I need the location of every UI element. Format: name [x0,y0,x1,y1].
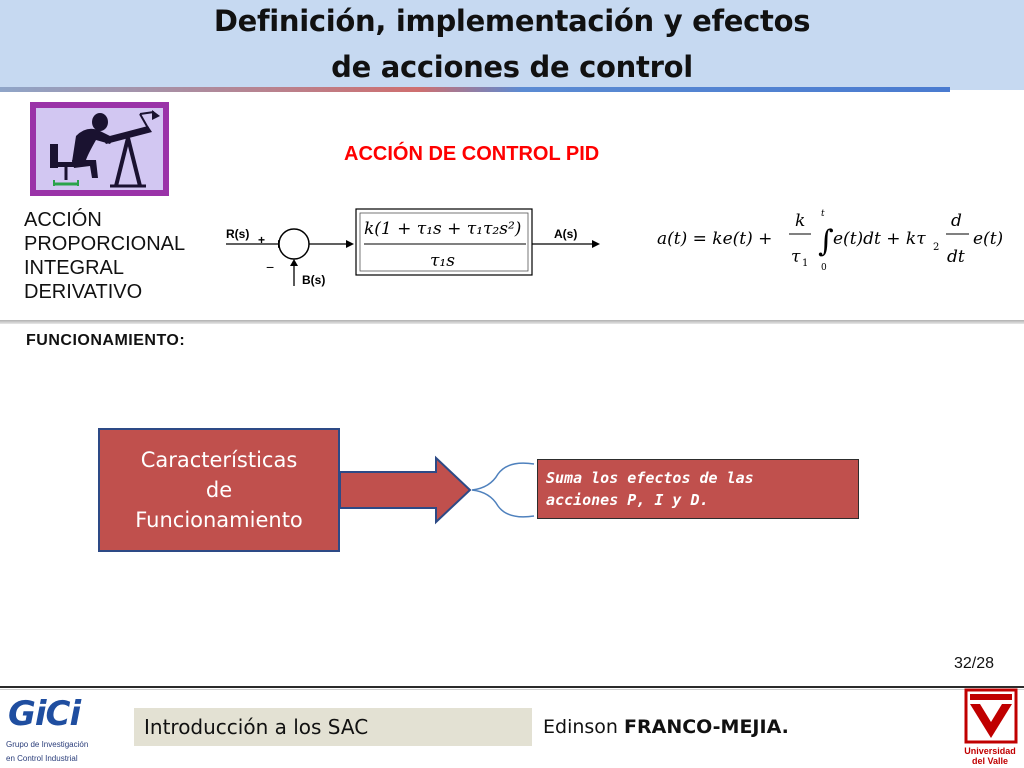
slide-title-line-1: Definición, implementación y efectos [213,4,811,38]
flow-arrow [339,455,535,525]
engineer-illustration-panel [36,108,163,190]
engineer-illustration [30,102,169,196]
feedback-signal-label: B(s) [302,273,325,287]
svg-text:τ: τ [791,247,801,267]
universidad-del-valle-logo: Universidad del Valle [958,688,1022,768]
characteristics-box: Características de Funcionamiento [98,428,340,552]
pid-transfer-function-block [355,208,533,276]
svg-text:d: d [951,211,962,231]
engineer-at-desk-icon [50,110,160,188]
title-band [0,0,1024,90]
pid-time-domain-equation: a(t) = ke(t) + k τ 1 ∫ t 0 e(t)dt + kτ 2… [657,209,1003,273]
funcionamiento-label: FUNCIONAMIENTO: [26,332,186,349]
svg-text:dt: dt [947,247,965,267]
summing-junction-icon [278,228,310,260]
svg-text:2: 2 [933,242,939,253]
characteristics-line: de [205,478,233,502]
author-name: Edinson FRANCO-MEJIA. [543,716,789,738]
svg-text:k(1 + τ₁s + τ₁τ₂s²): k(1 + τ₁s + τ₁τ₂s²) [364,219,521,239]
footer-divider [0,686,1024,688]
action-kind-item: DERIVATIVO [24,281,143,303]
svg-text:1: 1 [802,258,808,269]
characteristics-line: Funcionamiento [135,508,303,532]
effects-line: Suma los efectos de las [546,469,754,487]
univalle-caption: del Valle [971,756,1009,766]
course-name: Introducción a los SAC [134,708,532,746]
svg-text:τ₁s: τ₁s [430,251,455,271]
gici-logo: GiCi Grupo de Investigación en Control I… [4,694,92,764]
gici-logo-wordmark: GiCi [8,694,81,734]
univalle-caption: Universidad [964,746,1016,756]
title-accent-bar [0,87,950,92]
pid-block-diagram: R(s) + − B(s) k(1 + τ₁s + τ₁τ₂s²) τ₁s A(… [226,208,600,287]
action-kind-item: PROPORCIONAL [24,233,186,255]
svg-text:∫: ∫ [818,224,834,259]
page-number: 32/28 [954,655,995,672]
effects-box: Suma los efectos de las acciones P, I y … [537,459,859,519]
author-last-name: FRANCO-MEJIA. [624,716,789,738]
footer-divider-shadow [0,689,1024,690]
svg-text:a(t) = ke(t) +: a(t) = ke(t) + [657,229,772,249]
bracket-connector-icon [471,462,535,518]
pid-section-title: ACCIÓN DE CONTROL PID [344,143,600,165]
author-first-name: Edinson [543,716,624,738]
input-signal-label: R(s) [226,227,249,241]
svg-text:e(t)dt + kτ: e(t)dt + kτ [833,229,926,249]
action-kind-item: ACCIÓN [24,209,102,231]
univalle-shield-icon [964,688,1018,744]
svg-text:e(t): e(t) [973,229,1003,249]
output-signal-label: A(s) [554,227,577,241]
section-divider [0,320,1024,324]
gici-logo-caption: en Control Industrial [6,754,78,763]
characteristics-line: Características [140,448,298,472]
action-kind-list: ACCIÓN PROPORCIONAL INTEGRAL DERIVATIVO [24,208,185,304]
right-arrow-icon [339,455,472,525]
action-kind-item: INTEGRAL [24,257,125,279]
sum-minus-sign: − [266,259,274,275]
effects-line: acciones P, I y D. [546,491,709,509]
svg-text:t: t [821,209,825,219]
sum-plus-sign: + [258,233,265,247]
svg-text:k: k [795,211,805,231]
gici-logo-caption: Grupo de Investigación [6,740,89,749]
svg-text:0: 0 [821,263,827,273]
slide-title-line-2: de acciones de control [331,50,693,84]
